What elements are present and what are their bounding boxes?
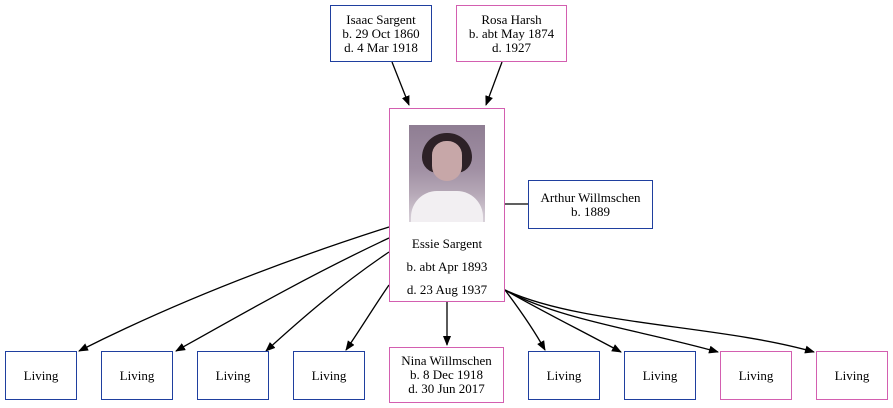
child-living-9[interactable]: Living xyxy=(816,351,888,400)
person-essie-sargent[interactable]: Essie Sargent b. abt Apr 1893 d. 23 Aug … xyxy=(389,108,505,302)
edge-rosa-essie xyxy=(485,61,503,106)
child-living-3[interactable]: Living xyxy=(197,351,269,400)
person-name: Living xyxy=(546,367,582,383)
edge-essie-child-2 xyxy=(175,237,390,352)
person-name: Living xyxy=(311,367,347,383)
person-name: Living xyxy=(642,367,678,383)
person-birth: b. abt May 1874 xyxy=(468,25,555,41)
person-name: Living xyxy=(119,367,155,383)
edge-essie-child-6 xyxy=(504,289,546,351)
person-name: Rosa Harsh xyxy=(481,11,542,27)
person-name: Isaac Sargent xyxy=(346,11,416,27)
person-nina-willmschen[interactable]: Nina Willmschen b. 8 Dec 1918 d. 30 Jun … xyxy=(389,347,504,403)
edge-essie-child-4 xyxy=(345,284,390,351)
person-name: Living xyxy=(215,367,251,383)
person-birth: b. abt Apr 1893 xyxy=(406,259,488,274)
person-name: Arthur Willmschen xyxy=(540,189,641,205)
person-birth: b. 1889 xyxy=(571,203,610,219)
person-name: Living xyxy=(23,367,59,383)
edge-essie-child-3 xyxy=(265,251,390,352)
child-living-7[interactable]: Living xyxy=(624,351,696,400)
child-living-4[interactable]: Living xyxy=(293,351,365,400)
person-name: Nina Willmschen xyxy=(401,353,492,368)
person-isaac-sargent[interactable]: Isaac Sargent b. 29 Oct 1860 d. 4 Mar 19… xyxy=(330,5,432,62)
edge-essie-child-7 xyxy=(504,289,622,353)
person-name: Living xyxy=(834,367,870,383)
person-name: Essie Sargent xyxy=(411,236,483,251)
person-death: d. 23 Aug 1937 xyxy=(406,282,488,297)
person-name: Living xyxy=(738,367,774,383)
edge-essie-child-9 xyxy=(504,289,815,354)
person-arthur-willmschen[interactable]: Arthur Willmschen b. 1889 xyxy=(528,180,653,229)
person-death: d. 1927 xyxy=(492,39,531,55)
child-living-2[interactable]: Living xyxy=(101,351,173,400)
person-death: d. 30 Jun 2017 xyxy=(408,381,485,396)
person-rosa-harsh[interactable]: Rosa Harsh b. abt May 1874 d. 1927 xyxy=(456,5,567,62)
child-living-8[interactable]: Living xyxy=(720,351,792,400)
child-living-1[interactable]: Living xyxy=(5,351,77,400)
child-living-6[interactable]: Living xyxy=(528,351,600,400)
person-death: d. 4 Mar 1918 xyxy=(344,39,418,55)
edge-isaac-essie xyxy=(391,61,410,106)
person-birth: b. 8 Dec 1918 xyxy=(410,367,483,382)
person-birth: b. 29 Oct 1860 xyxy=(342,25,420,41)
edge-essie-child-1 xyxy=(78,226,390,352)
edge-essie-child-8 xyxy=(504,289,719,354)
portrait-photo xyxy=(409,125,485,222)
